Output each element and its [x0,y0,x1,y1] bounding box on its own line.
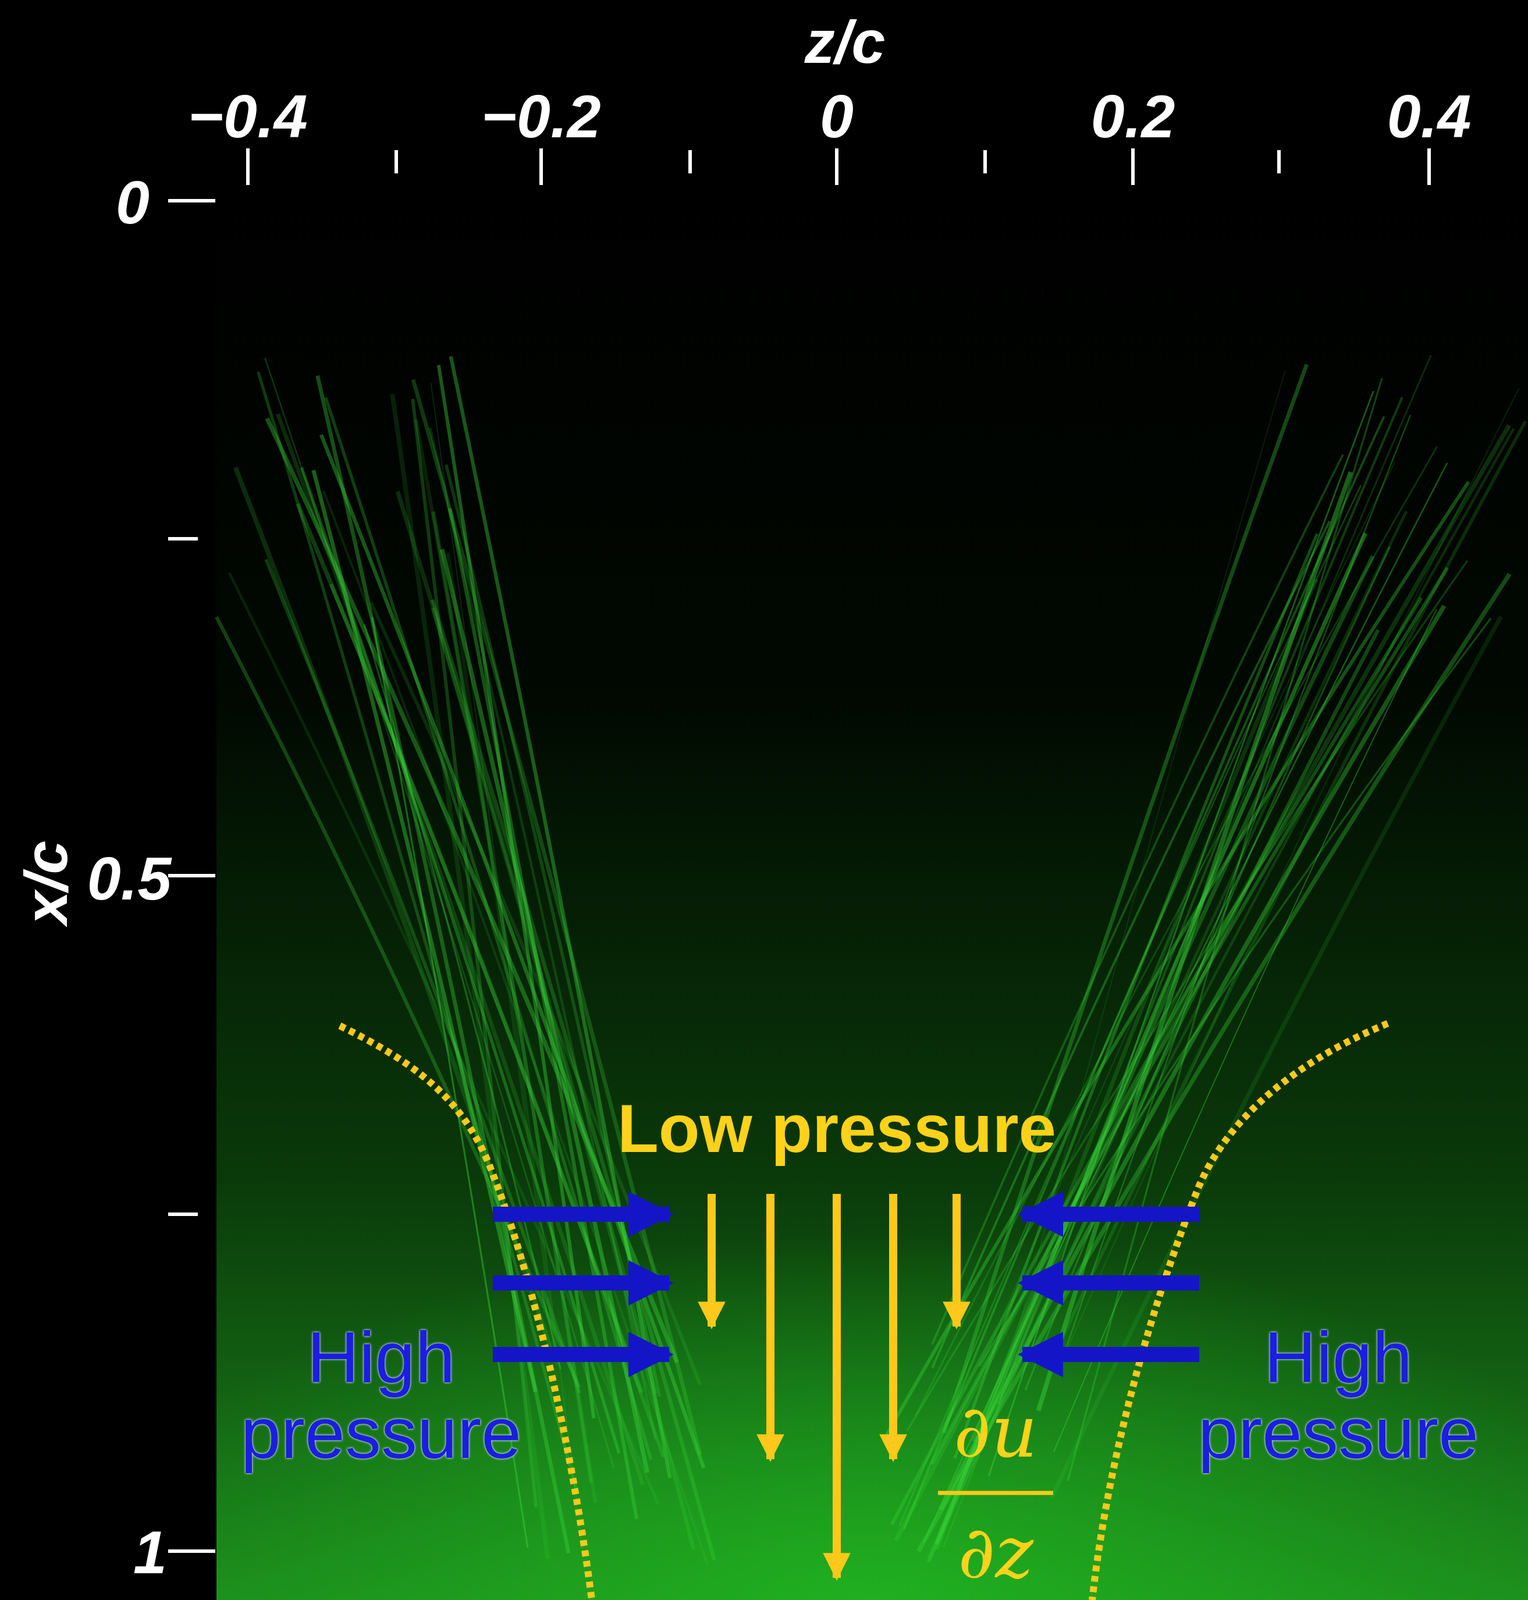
tick-label: 0.2 [1091,86,1176,147]
fraction-bar [937,1491,1054,1496]
flow-streak [932,521,1330,1368]
tick-label: −0.4 [187,86,308,147]
axis-title: z/c [804,11,886,73]
flow-streak [932,454,1343,1345]
flow-streak [1061,421,1526,1339]
gradient-term: ∂u [953,1395,1038,1468]
pressure-label: High pressure [1152,1319,1525,1471]
flow-streak [264,357,614,1469]
pressure-label: Low pressure [617,1095,1057,1163]
axis-title: x/c [15,840,77,926]
flow-streak [973,556,1373,1442]
flow-streak [413,379,700,1455]
flow-streak [448,552,558,1366]
tick-label: 1 [133,1522,167,1583]
tick-label: 0 [819,86,854,147]
flow-streak [265,559,580,1394]
flow-streak [981,461,1395,1367]
tick-label: 0.5 [87,848,172,909]
flow-streak [943,364,1307,1433]
tick-label: −0.2 [481,86,601,147]
tick-label: 0.4 [1387,86,1472,147]
pressure-label: High pressure [194,1319,568,1471]
flow-streak [325,397,652,1460]
gradient-term: ∂z [957,1516,1033,1589]
tick-label: 0 [115,172,150,233]
flow-streak [896,425,1510,1541]
